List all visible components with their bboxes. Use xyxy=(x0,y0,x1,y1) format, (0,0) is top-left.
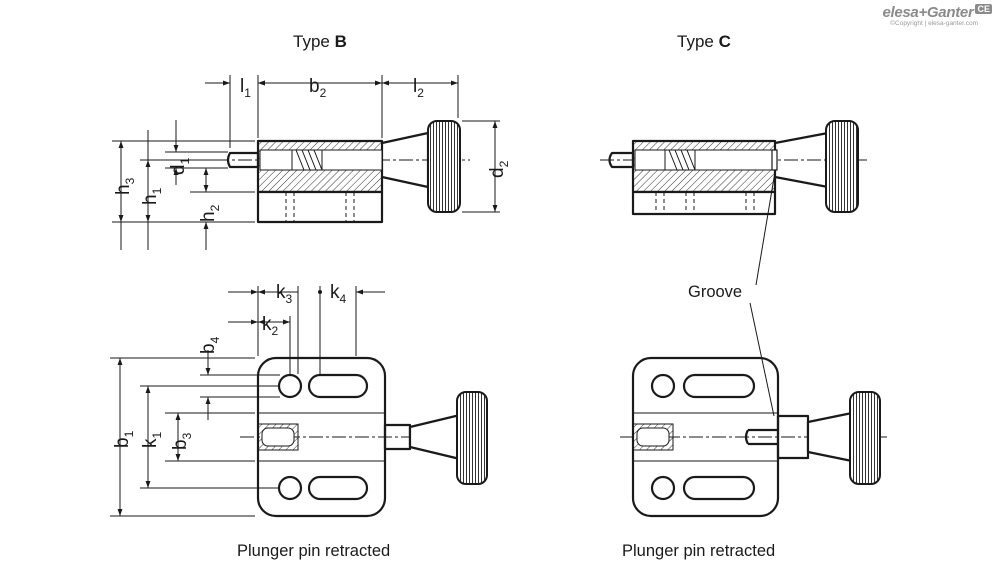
mounting-hole xyxy=(650,373,676,399)
bore xyxy=(259,149,293,171)
bore-rear xyxy=(321,149,383,171)
ce-mark: CE xyxy=(975,4,992,14)
dim-b3: b3 xyxy=(170,432,194,450)
plunger-pin xyxy=(226,151,260,169)
title-type-b-prefix: Type xyxy=(293,32,335,51)
knurled-knob xyxy=(825,120,859,213)
caption-type-b: Plunger pin retracted xyxy=(237,542,390,560)
groove-mark xyxy=(771,149,778,171)
title-type-b-letter: B xyxy=(335,32,347,51)
mounting-slot xyxy=(682,475,756,501)
knurled-knob xyxy=(849,391,881,485)
dim-b2: b2 xyxy=(309,76,327,100)
type-b-front-dimensions: l1 b2 l2 h3 h1 d1 h2 d2 xyxy=(112,75,511,250)
brand-copyright: ©Copyright | elesa-ganter.com xyxy=(890,20,978,27)
dim-k4: k4 xyxy=(330,282,347,306)
title-type-b: Type B xyxy=(293,32,347,51)
type-b-top-view xyxy=(240,356,488,518)
plunger-end xyxy=(636,427,670,447)
title-type-c: Type C xyxy=(677,32,731,51)
dim-h3: h3 xyxy=(113,177,137,195)
dim-b1: b1 xyxy=(112,430,136,448)
dim-h1: h1 xyxy=(140,187,164,205)
knurled-knob xyxy=(427,120,461,213)
dim-b4: b4 xyxy=(198,336,222,354)
mounting-slot xyxy=(682,373,756,399)
mounting-hole xyxy=(650,475,676,501)
plunger-pin xyxy=(608,151,635,169)
dim-d2: d2 xyxy=(487,160,511,178)
type-c-top-view xyxy=(620,356,890,518)
dim-k1: k1 xyxy=(140,432,164,449)
groove-leader-lower xyxy=(749,302,775,417)
mounting-slot xyxy=(307,475,369,501)
dim-l2: l2 xyxy=(413,76,424,100)
groove-label: Groove xyxy=(688,283,742,301)
plunger-end xyxy=(261,427,295,447)
brand-name: elesa+Ganter xyxy=(882,4,974,21)
dim-d1: d1 xyxy=(168,157,192,175)
groove-callout: Groove xyxy=(688,171,776,417)
title-type-c-letter: C xyxy=(719,32,731,51)
knob-stem xyxy=(408,413,462,461)
plunger-tip xyxy=(744,428,778,446)
bore-rear xyxy=(694,149,776,171)
dim-k3: k3 xyxy=(276,282,293,306)
mounting-slot xyxy=(307,373,369,399)
knurled-knob xyxy=(456,391,488,485)
type-b-top-dimensions: k3 k4 k2 b4 b1 k1 b3 xyxy=(110,282,385,517)
spring xyxy=(668,149,696,171)
caption-type-c: Plunger pin retracted xyxy=(622,542,775,560)
knob-stem xyxy=(806,411,854,463)
type-c-front-view xyxy=(600,120,870,216)
spring xyxy=(295,149,323,171)
dim-h2: h2 xyxy=(198,204,222,222)
type-b-front-view xyxy=(215,120,470,224)
housing-base xyxy=(256,190,384,224)
bore xyxy=(634,149,666,171)
title-type-c-prefix: Type xyxy=(677,32,719,51)
dim-l1: l1 xyxy=(240,76,251,100)
groove-leader-upper xyxy=(755,171,776,286)
dim-k2: k2 xyxy=(262,314,279,338)
